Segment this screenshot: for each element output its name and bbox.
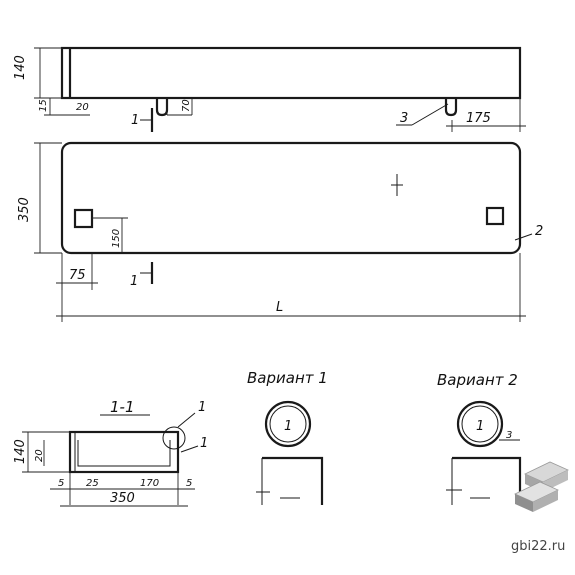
- variant-1-circle: [264, 400, 312, 448]
- elevation-dim-70: 70: [181, 99, 192, 112]
- section-detail-circle: [162, 426, 186, 450]
- elevation-dim-175: 175: [466, 111, 491, 126]
- variant-2: Вариант 2 1 3: [437, 371, 522, 505]
- section-callout-1-top: 1: [198, 400, 206, 415]
- variant-1-profile: [262, 456, 324, 505]
- variant-2-circle: [456, 400, 504, 448]
- plan-length-label: L: [276, 300, 283, 315]
- elevation-outline: [60, 46, 522, 100]
- section-dim-25: 25: [86, 478, 99, 489]
- variant-2-title: Вариант 2: [437, 371, 518, 389]
- plan-section-mark: 1: [130, 274, 138, 289]
- variant-1-title: Вариант 1: [247, 369, 328, 387]
- plan-dim-75: 75: [69, 268, 86, 283]
- section-width-dim: 350: [110, 491, 135, 506]
- variant-2-profile: [452, 456, 522, 505]
- plan-view: 150 350 2 75 1 L: [17, 141, 543, 322]
- elevation-section-mark: 1: [131, 113, 139, 128]
- variant-2-circle-label: 1: [476, 419, 484, 434]
- plan-hole-left: [73, 208, 94, 229]
- elevation-loop-right: [444, 98, 458, 117]
- watermark-logo: [514, 461, 569, 512]
- elevation-callout-3-leader: [411, 103, 449, 126]
- elevation-loop-left: [155, 98, 169, 117]
- section-outline: [68, 430, 180, 474]
- plan-hole-right: [485, 206, 505, 226]
- elevation-dim-20: 20: [76, 102, 89, 113]
- section-dim-5-right: 5: [186, 478, 192, 489]
- elevation-height-dim: 140: [13, 55, 28, 80]
- plan-dim-150: 150: [111, 229, 122, 248]
- variant-2-callout: 3: [506, 430, 512, 441]
- elevation-callout-3: 3: [400, 111, 408, 126]
- elevation-view: 140 15 20 70 1 3 175: [13, 46, 526, 132]
- section-view: 1-1 1 1 140 20 5 25 170 5 350: [13, 398, 208, 507]
- plan-outline: [60, 141, 522, 255]
- plan-callout-2: 2: [535, 224, 543, 239]
- section-rebar: [77, 440, 171, 467]
- variant-1-circle-label: 1: [284, 419, 292, 434]
- watermark-text: gbi22.ru: [511, 539, 565, 554]
- variant-1: Вариант 1 1: [247, 369, 328, 505]
- section-dim-5-left: 5: [58, 478, 64, 489]
- plan-callout-2-leader: [514, 233, 533, 241]
- section-height-dim: 140: [13, 439, 28, 464]
- section-title: 1-1: [110, 398, 135, 416]
- elevation-dim-15: 15: [38, 99, 49, 112]
- section-dim-20: 20: [34, 449, 45, 462]
- section-dim-170: 170: [140, 478, 159, 489]
- plan-width-dim: 350: [17, 197, 32, 222]
- section-callout-1-side: 1: [200, 436, 208, 451]
